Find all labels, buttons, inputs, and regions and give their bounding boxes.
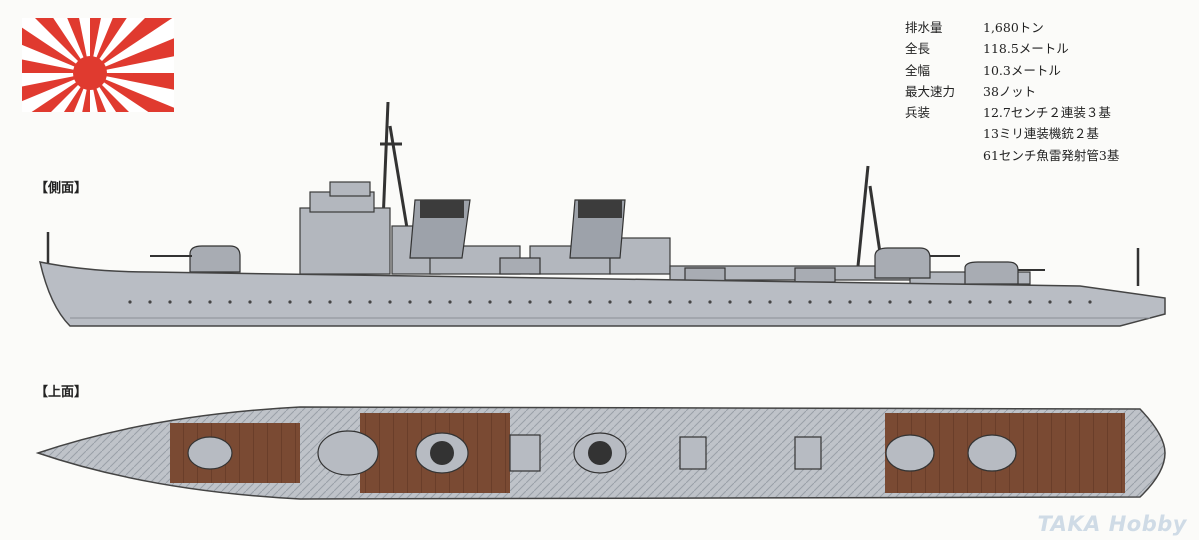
porthole [708,300,712,304]
turret-b-top [885,434,935,472]
porthole [1048,300,1052,304]
porthole [488,300,492,304]
porthole [948,300,952,304]
porthole [808,300,812,304]
porthole [868,300,872,304]
torpedo-mount [499,257,836,283]
spec-label-length: 全長 [905,41,931,57]
porthole [968,300,972,304]
porthole [648,300,652,304]
porthole [148,300,152,304]
porthole [828,300,832,304]
porthole [508,300,512,304]
ship-side-profile [39,101,1166,327]
spec-label-beam: 全幅 [905,62,931,78]
porthole [928,300,932,304]
turret-c-top [967,434,1017,472]
spec-value-beam: 10.3メートル [983,62,1061,78]
spec-value-length: 118.5メートル [983,41,1069,57]
porthole [688,300,692,304]
porthole [548,300,552,304]
spec-label-displacement: 排水量 [905,20,943,35]
side-view-label: 【側面】 [35,181,88,196]
turret-a-top [187,436,233,470]
flag-ray [22,27,90,73]
porthole [288,300,292,304]
porthole [448,300,452,304]
flag-ray [31,73,90,112]
spec-label-speed: 最大速力 [905,83,956,99]
spec-value-armament-mg: 13ミリ連装機銃２基 [983,126,1099,142]
spec-row: 全長 118.5メートル [905,38,1119,59]
porthole [568,300,572,304]
hull [39,261,1166,327]
porthole [468,300,472,304]
spec-row: 61センチ魚雷発射管3基 [905,145,1119,166]
porthole [208,300,212,304]
porthole [1008,300,1012,304]
porthole [848,300,852,304]
flag-ray [90,18,173,73]
spec-row: 最大速力 38ノット [905,81,1119,102]
porthole [388,300,392,304]
porthole [668,300,672,304]
porthole [908,300,912,304]
torpedo-mount-top [679,436,707,470]
porthole [588,300,592,304]
bridge-top [317,430,379,476]
ship-top-view [35,406,1166,500]
turret-c [964,261,1045,285]
funnel-caps [430,441,612,465]
porthole [748,300,752,304]
porthole [268,300,272,304]
porthole [788,300,792,304]
spec-label-armament: 兵装 [905,105,931,121]
spec-row: 13ミリ連装機銃２基 [905,123,1119,144]
porthole [768,300,772,304]
funnel-aft [569,199,626,259]
watermark: TAKA Hobby [1037,512,1187,536]
turret-b [874,247,960,279]
porthole [988,300,992,304]
porthole [408,300,412,304]
porthole [128,300,132,304]
porthole [308,300,312,304]
spec-row: 排水量 1,680トン [905,17,1119,38]
porthole [228,300,232,304]
torpedo-mount-top [794,436,822,470]
porthole [608,300,612,304]
porthole [528,300,532,304]
porthole [1028,300,1032,304]
porthole [888,300,892,304]
rising-sun-flag-icon [22,18,174,112]
funnel-forward [409,199,471,259]
turret-a [150,245,241,273]
porthole [628,300,632,304]
spec-row: 兵装 12.7センチ２連装３基 [905,102,1119,123]
spec-value-displacement: 1,680トン [983,20,1044,35]
porthole [248,300,252,304]
spec-value-armament-guns: 12.7センチ２連装３基 [983,105,1111,121]
porthole [328,300,332,304]
flag-ray [35,18,90,73]
flag-ray [90,38,174,73]
porthole [1088,300,1092,304]
porthole [728,300,732,304]
torpedo-mount-top [509,434,541,472]
porthole [168,300,172,304]
spec-table: 排水量 1,680トン 全長 118.5メートル 全幅 10.3メートル 最大速力 38… [905,17,1119,166]
porthole [188,300,192,304]
top-view-label: 【上面】 [35,385,88,400]
porthole [1068,300,1072,304]
spec-value-armament-torpedo: 61センチ魚雷発射管3基 [983,147,1120,163]
flag-ray [90,73,174,112]
porthole [348,300,352,304]
spec-row: 全幅 10.3メートル [905,60,1119,81]
porthole [428,300,432,304]
spec-value-speed: 38ノット [983,83,1037,99]
porthole [368,300,372,304]
